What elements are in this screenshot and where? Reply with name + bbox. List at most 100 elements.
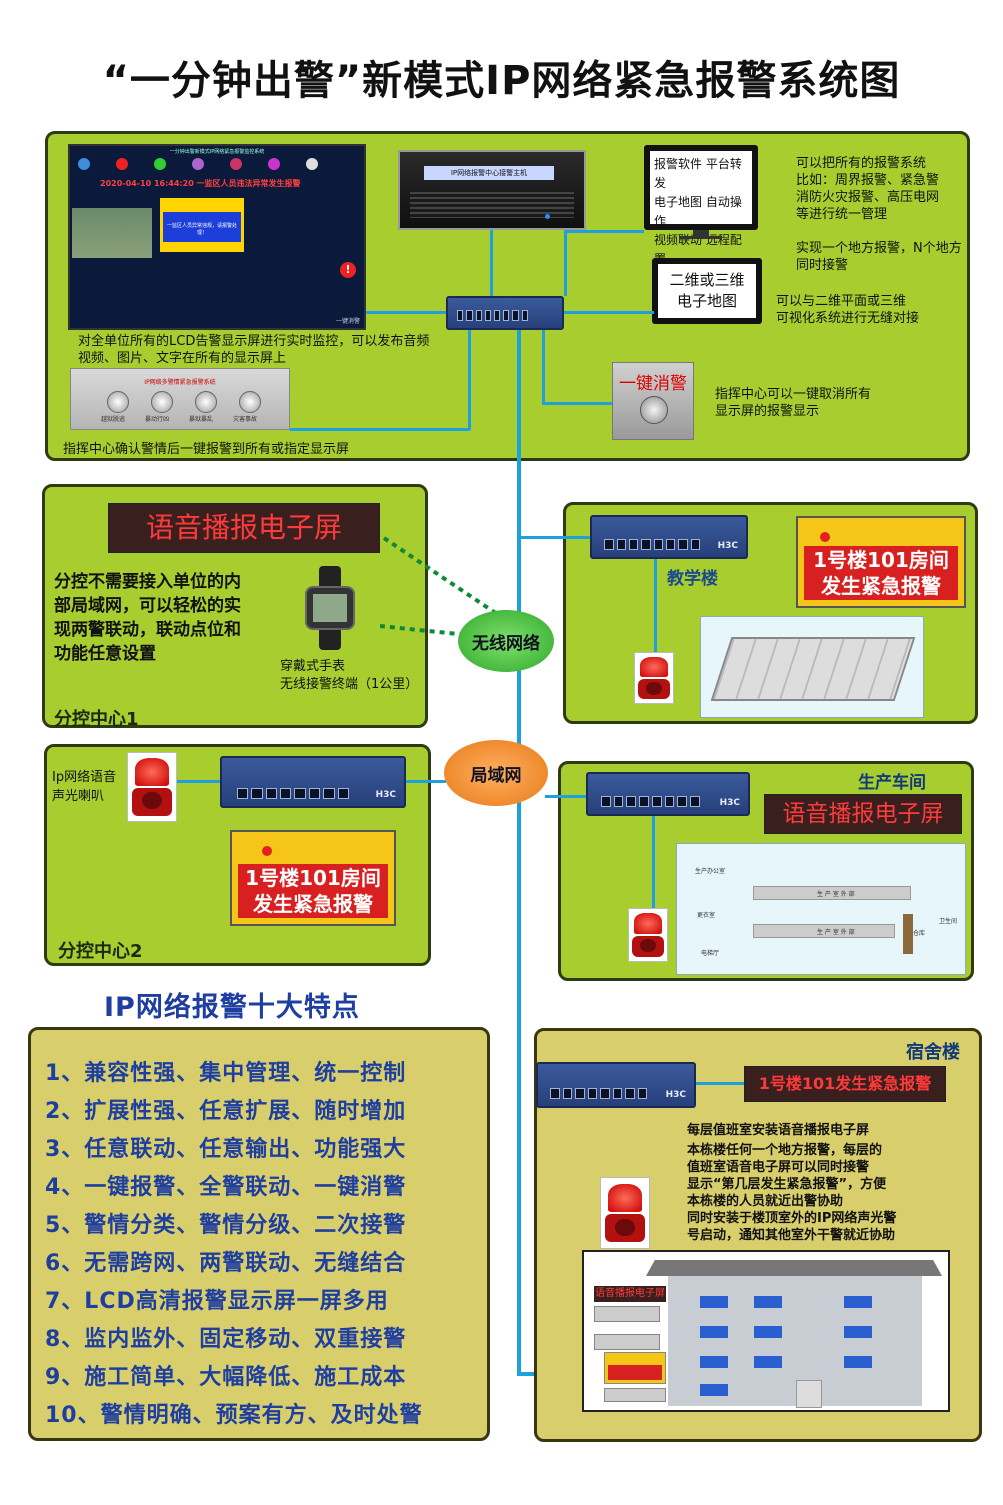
workshop-name: 生产车间	[858, 773, 926, 793]
connector-line	[406, 780, 446, 783]
inset-console	[594, 1306, 660, 1322]
feature-item: 7、LCD高清报警显示屏一屏多用	[45, 1289, 389, 1314]
sub-center-1-name: 分控中心1	[54, 709, 139, 730]
voice-led-sign: 语音播报电子屏	[108, 503, 380, 553]
window-icon	[754, 1296, 782, 1308]
console-label-4: 灾害事故	[233, 416, 258, 423]
circle-icon	[268, 158, 280, 170]
dorm-building-frame: 语音播报电子屏	[582, 1250, 950, 1412]
console-label-3: 暴狱暴乱	[189, 416, 214, 423]
window-icon	[754, 1356, 782, 1368]
building-3d-shape	[710, 637, 916, 701]
monitor-base	[680, 236, 722, 239]
window-icon	[700, 1296, 728, 1308]
alert-circle-icon	[116, 158, 128, 170]
connector-line	[564, 230, 567, 296]
screen-icons-row	[78, 158, 318, 172]
connector-line	[177, 780, 222, 783]
connector-line	[521, 536, 591, 539]
desc-console: 指挥中心确认警情后一键报警到所有或指定显示屏	[63, 442, 350, 457]
building-roof	[646, 1260, 942, 1276]
workshop-siren-icon	[628, 908, 668, 962]
features-title: IP网络报警十大特点	[104, 992, 360, 1023]
console-button-2[interactable]	[151, 391, 173, 413]
console-label-1: 越狱脱逃	[101, 416, 126, 423]
window-icon	[844, 1326, 872, 1338]
console-label-2: 暴动行凶	[145, 416, 170, 423]
console-button-3[interactable]	[195, 391, 217, 413]
room-label: 卫生间	[939, 918, 958, 925]
circle-icon	[154, 158, 166, 170]
dorm-desc-title: 每层值班室安装语音播报电子屏	[687, 1123, 870, 1138]
connector-line	[542, 330, 545, 404]
screen-side-button[interactable]: 一键消警	[335, 318, 360, 325]
feature-item: 2、扩展性强、任意扩展、随时增加	[45, 1099, 407, 1124]
room-label: 生产办公室	[695, 868, 726, 875]
feature-item: 10、警情明确、预案有方、及时处警	[45, 1403, 423, 1428]
monitor-line-1: 报警软件 平台转发	[654, 157, 742, 190]
console-button-1[interactable]	[107, 391, 129, 413]
watch-label: 穿戴式手表 无线接警终端（1公里）	[280, 659, 419, 692]
feature-item: 4、一键报警、全警联动、一键消警	[45, 1175, 407, 1200]
cancel-round-icon	[640, 396, 668, 424]
window-icon	[754, 1326, 782, 1338]
wearable-watch-icon	[303, 566, 357, 650]
alarm-dot-icon	[262, 846, 272, 856]
teaching-siren-icon	[634, 652, 674, 704]
lcd-monitor-screen[interactable]: 一分钟出警新模式IP网络紧急报警监控系统 2020-04-10 16:44:20…	[68, 144, 366, 330]
teaching-switch: H3C	[590, 515, 748, 559]
connector-line	[542, 402, 612, 405]
wireless-links	[380, 536, 502, 637]
sub2-siren-icon	[127, 752, 177, 822]
connector-line	[290, 428, 470, 431]
teaching-floorplan	[700, 616, 924, 718]
host-vents	[410, 192, 574, 218]
workshop-bar	[753, 886, 911, 900]
connector-line	[654, 559, 657, 654]
alarm-dot-icon	[820, 532, 830, 542]
connector-line	[545, 795, 588, 798]
inset-console	[604, 1388, 666, 1402]
screen-popup-text: 一监区人员异常违规，请报警处理！	[163, 212, 241, 242]
network-trunk-line	[517, 1372, 537, 1376]
connector-line	[564, 230, 644, 233]
dorm-led-sign: 1号楼101发生紧急报警	[744, 1066, 946, 1102]
circle-icon	[306, 158, 318, 170]
inset-led: 语音播报电子屏	[594, 1286, 666, 1302]
power-led-icon	[545, 214, 550, 219]
network-trunk-line	[517, 330, 521, 1376]
console-button-4[interactable]	[239, 391, 261, 413]
room-label: 电梯厅	[701, 950, 720, 957]
connector-line	[366, 311, 446, 314]
central-network-switch	[446, 296, 564, 330]
workshop-switch: H3C	[586, 772, 750, 816]
connector-line	[696, 1082, 746, 1085]
one-key-cancel-button[interactable]: 一键消警	[612, 362, 694, 440]
console-title: IP网络多警情紧急报警系统	[144, 379, 216, 386]
screen-alert-text: 2020-04-10 16:44:20 一监区人员违法异常发生报警	[100, 179, 301, 188]
desc-multi: 实现一个地方报警，N个地方 同时接警	[796, 241, 962, 273]
desc-one-key: 指挥中心可以一键取消所有 显示屏的报警显示	[715, 387, 872, 419]
feature-item: 1、兼容性强、集中管理、统一控制	[45, 1061, 407, 1086]
circle-icon	[78, 158, 90, 170]
window-icon	[844, 1296, 872, 1308]
workshop-partition	[903, 914, 913, 954]
monitor-line-2: 电子地图 自动操作	[654, 195, 742, 228]
sub-center-2-name: 分控中心2	[58, 941, 143, 962]
window-icon	[700, 1326, 728, 1338]
connector-line	[564, 311, 654, 314]
sub1-desc: 分控不需要接入单位的内 部局域网，可以轻松的实 现两警联动，联动点位和 功能任意…	[54, 572, 241, 664]
screen-popup: 一监区人员异常违规，请报警处理！	[160, 198, 244, 252]
teaching-alarm-display: 1号楼101房间 发生紧急报警	[796, 516, 966, 608]
connector-line	[490, 230, 493, 296]
workshop-floorplan: 生产办公室 生 产 室 外 部 生 产 室 外 部 更衣室 卫生间 仓库 电梯厅	[676, 843, 966, 975]
circle-icon	[192, 158, 204, 170]
software-monitor-screen: 报警软件 平台转发 电子地图 自动操作 视频联动 远程配置	[650, 151, 752, 266]
room-label: 仓库	[913, 930, 926, 937]
room-label: 生 产 室 外 部	[817, 891, 855, 898]
sub2-switch: H3C	[220, 756, 406, 808]
room-label: 生 产 室 外 部	[817, 929, 855, 936]
desc-lcd: 对全单位所有的LCD告警显示屏进行实时监控，可以发布音频 视频、图片、文字在所有…	[78, 334, 430, 366]
lan-cloud: 局域网	[444, 740, 548, 806]
dorm-siren-icon	[600, 1177, 650, 1249]
